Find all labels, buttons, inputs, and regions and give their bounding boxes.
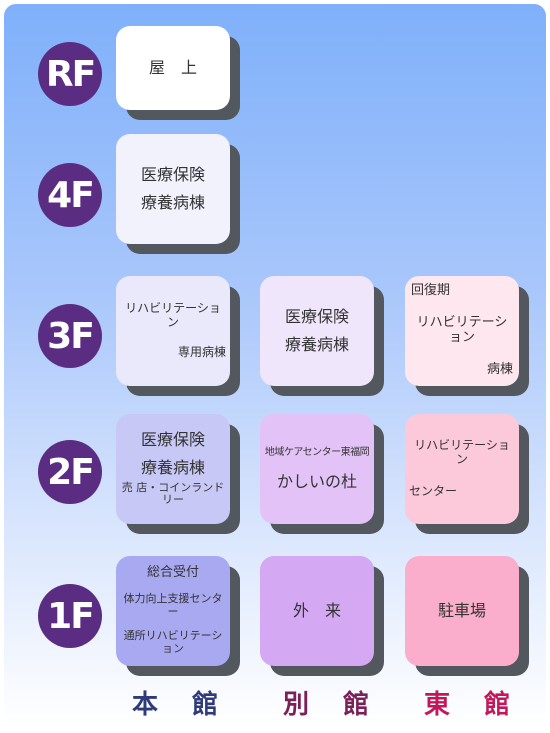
floor-label: 1F — [47, 595, 95, 637]
room-honkan-rf[interactable]: 屋 上 — [116, 26, 230, 110]
floor-label: 3F — [47, 315, 95, 357]
floor-badge-1f: 1F — [38, 584, 102, 648]
room-label: かしいの杜 — [276, 471, 357, 491]
floor-label: RF — [45, 53, 96, 95]
room-label: 療養病棟 — [284, 335, 349, 354]
room-bekkan-1f[interactable]: 外 来 — [260, 556, 374, 666]
room-honkan-2f[interactable]: 医療保険 療養病棟 売 店・コインランドリー — [116, 414, 230, 524]
floor-badge-2f: 2F — [38, 440, 102, 504]
room-bekkan-3f[interactable]: 医療保険 療養病棟 — [260, 276, 374, 386]
floor-badge-3f: 3F — [38, 304, 102, 368]
room-label: 屋 上 — [148, 57, 197, 77]
room-honkan-3f[interactable]: リハビリテーション 専用病棟 — [116, 276, 230, 386]
room-label: リハビリテーション — [414, 438, 510, 467]
room-higashi-3f[interactable]: 回復期 リハビリテーション 病棟 — [405, 276, 519, 386]
room-label: 総合受付 — [146, 565, 199, 581]
room-bekkan-2f[interactable]: 地域ケアセンター東福岡 かしいの杜 — [260, 414, 374, 524]
room-higashi-1f[interactable]: 駐車場 — [405, 556, 519, 666]
floor-badge-rf: RF — [38, 42, 102, 106]
room-label: センター — [409, 483, 458, 498]
building-label-higashi: 東 館 — [424, 690, 515, 720]
room-honkan-1f[interactable]: 総合受付 体力向上支援センター 通所リハビリテーション — [116, 556, 230, 666]
room-label: 療養病棟 — [140, 193, 205, 212]
room-label: 駐車場 — [437, 600, 486, 620]
room-label: 専用病棟 — [177, 344, 226, 359]
building-label-honkan: 本 館 — [132, 690, 223, 720]
floor-badge-4f: 4F — [38, 163, 102, 227]
room-honkan-4f[interactable]: 医療保険 療養病棟 — [116, 134, 230, 244]
floor-label: 4F — [47, 174, 95, 216]
room-label: リハビリテーション — [416, 315, 508, 345]
room-label: 通所リハビリテーション — [123, 629, 223, 656]
room-label: 医療保険 — [284, 306, 349, 326]
room-label: 病棟 — [486, 362, 513, 378]
room-label: 回復期 — [411, 283, 451, 298]
floor-guide-panel: RF 4F 3F 2F 1F 屋 上 医療保険 療養病棟 リハビリテーション 専… — [4, 4, 546, 726]
room-label: リハビリテーション — [125, 301, 221, 330]
room-label: 医療保険 — [140, 429, 205, 449]
room-label: 医療保険 — [140, 164, 205, 184]
room-label: 療養病棟 — [140, 458, 205, 478]
building-label-bekkan: 別 館 — [283, 690, 374, 720]
room-label: 体力向上支援センター — [123, 592, 223, 618]
floor-label: 2F — [47, 451, 95, 493]
room-label: 売 店・コインランドリー — [121, 480, 225, 507]
room-higashi-2f[interactable]: リハビリテーション センター — [405, 414, 519, 524]
room-label: 地域ケアセンター東福岡 — [264, 447, 370, 459]
room-label: 外 来 — [292, 600, 341, 620]
